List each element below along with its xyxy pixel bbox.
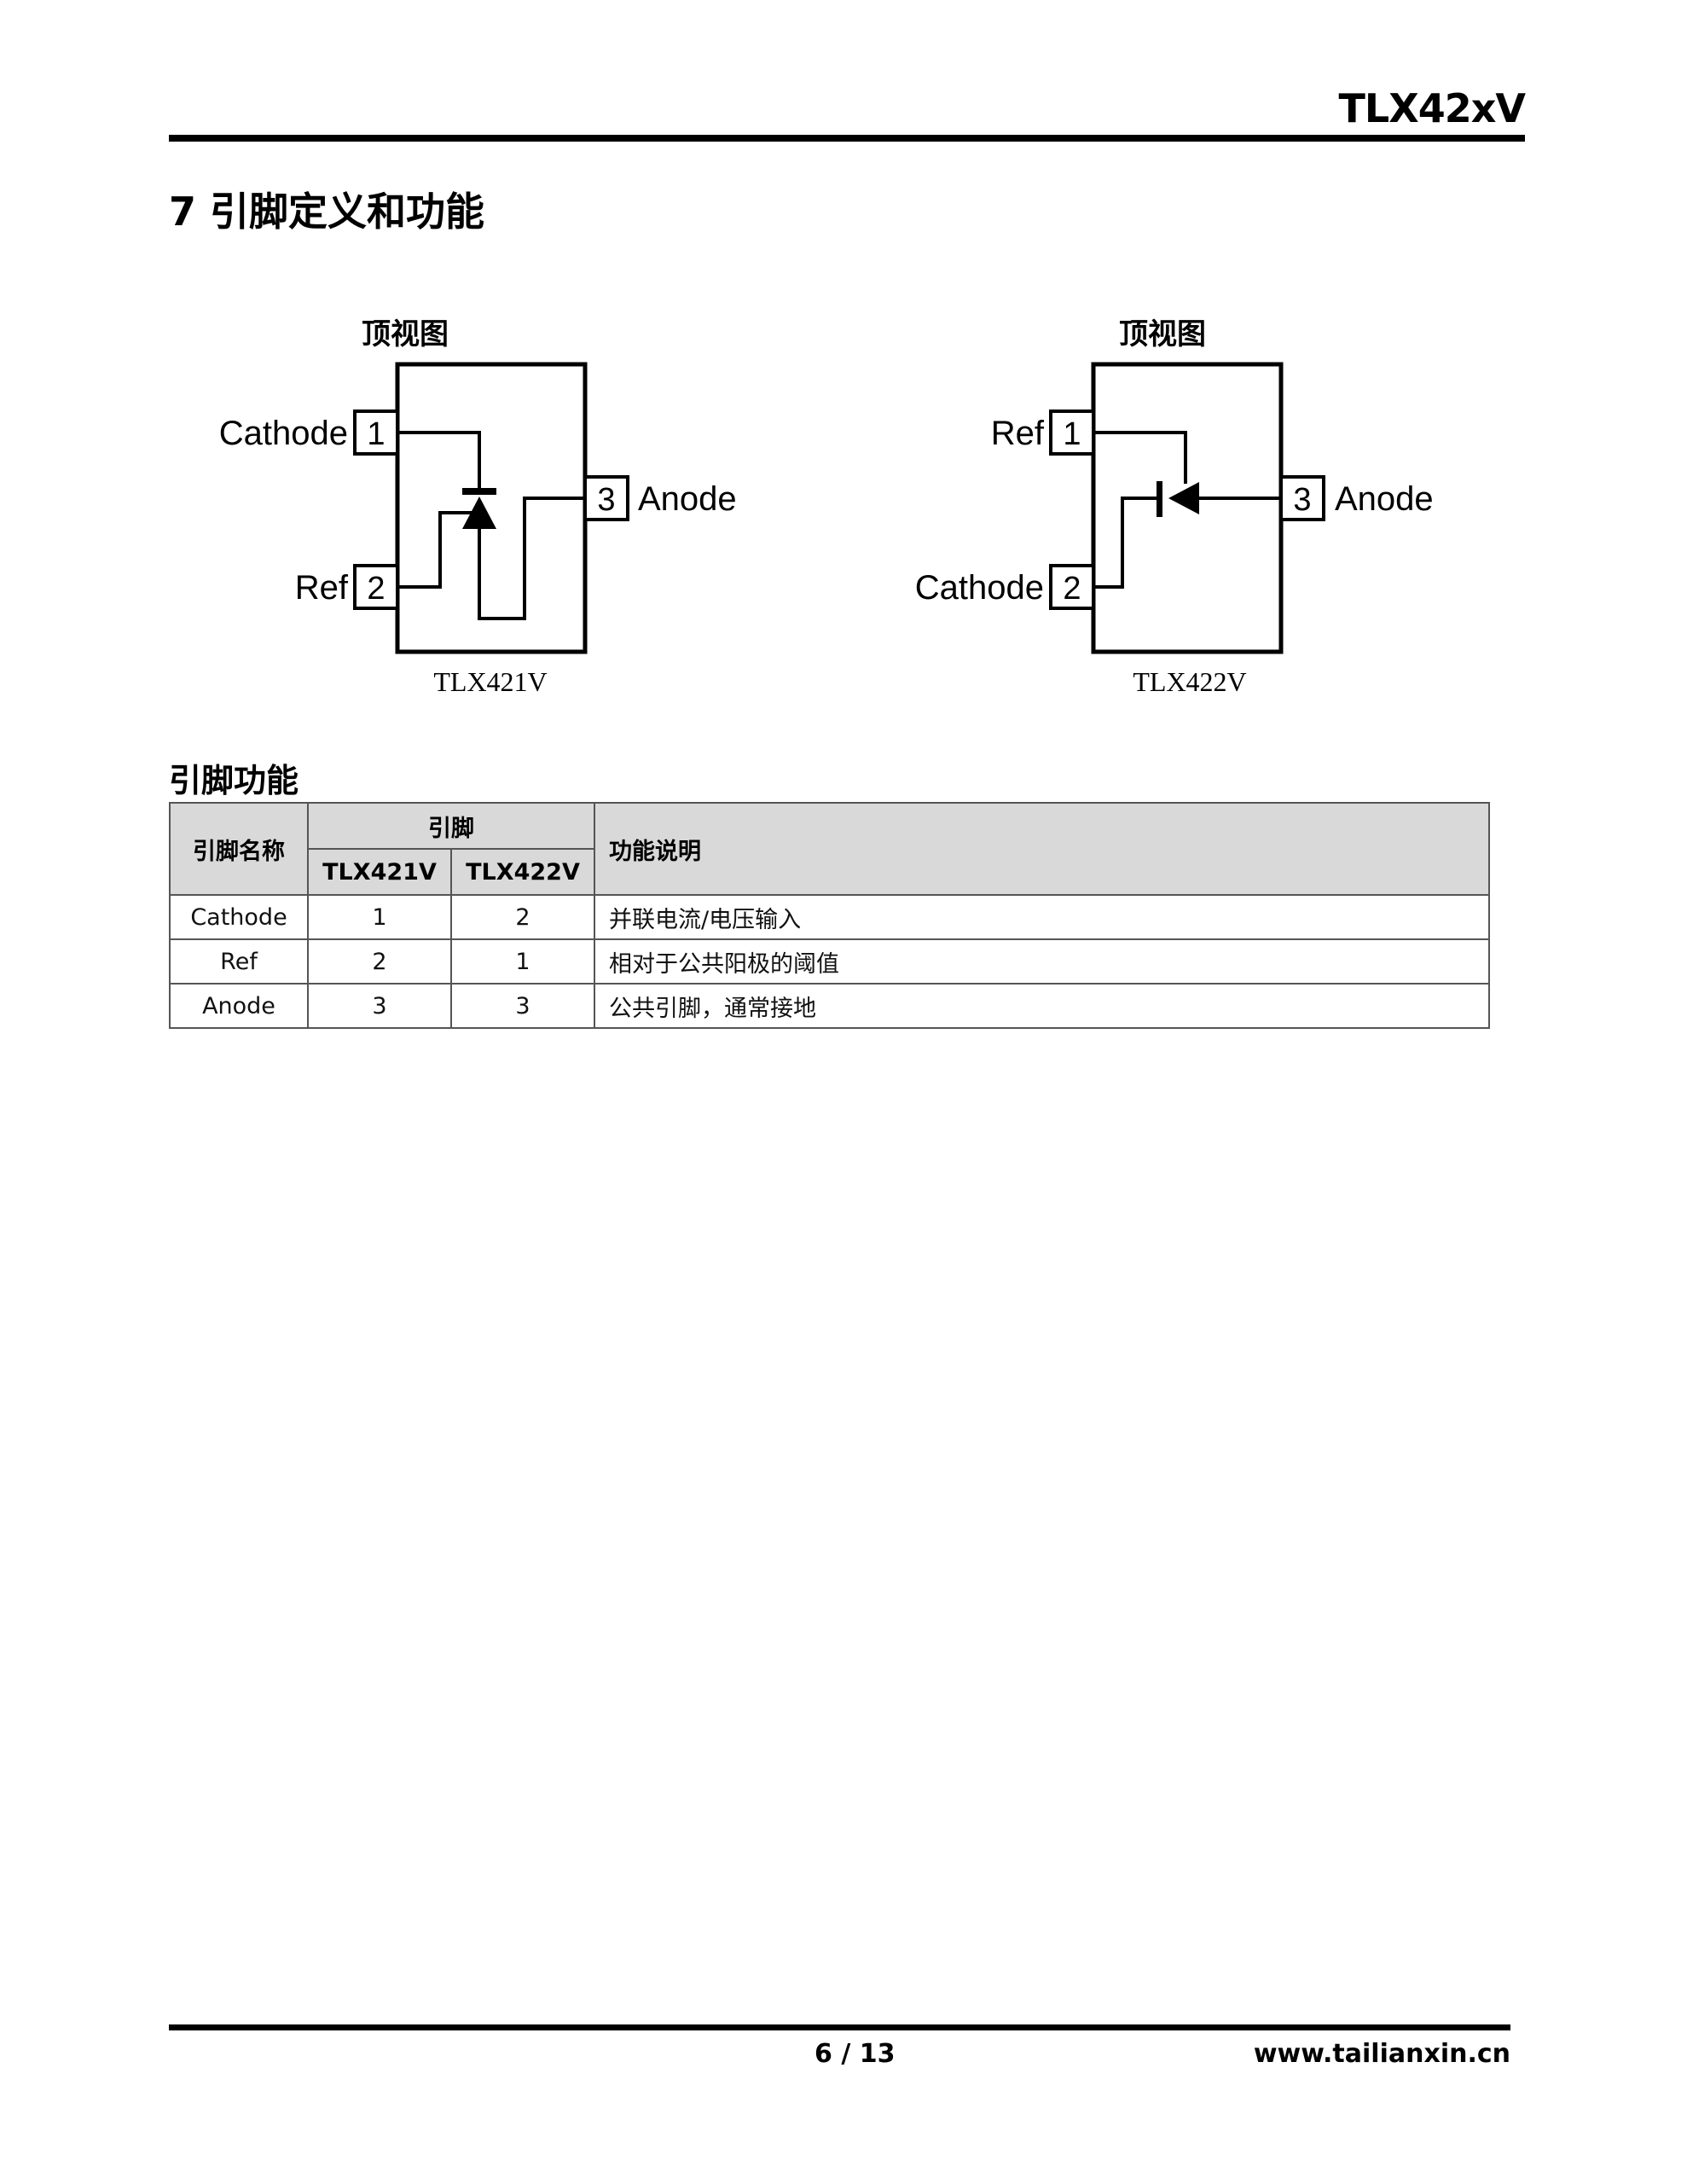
pin-functions-title: 引脚功能 bbox=[169, 762, 299, 799]
package-body bbox=[395, 362, 588, 654]
cell-tlx421v: 3 bbox=[307, 983, 452, 1029]
cathode-wire bbox=[1093, 497, 1160, 589]
pinout-svg-tlx421v: 顶视图 1 Cathode 2 Ref 3 Anode TLX421V bbox=[219, 317, 737, 697]
cell-pin-name: Anode bbox=[169, 983, 309, 1029]
pin-1-label: Cathode bbox=[219, 415, 348, 452]
pin-1-number: 1 bbox=[1063, 416, 1081, 452]
document-title: TLX42xV bbox=[1338, 85, 1526, 131]
cathode-wire bbox=[397, 431, 481, 490]
diode-bar bbox=[462, 488, 496, 495]
header-pin-name: 引脚名称 bbox=[169, 802, 309, 896]
pin-3-number: 3 bbox=[1293, 482, 1311, 518]
footer-rule bbox=[169, 2024, 1510, 2030]
cell-pin-name: Cathode bbox=[169, 894, 309, 940]
ref-wire bbox=[397, 511, 479, 589]
pin-3-box bbox=[583, 475, 629, 521]
pinout-svg-tlx422v: 顶视图 1 Ref 2 Cathode 3 Anode TLX422V bbox=[915, 317, 1434, 697]
cell-function: 相对于公共阳极的阈值 bbox=[594, 938, 1490, 985]
pin-2-number: 2 bbox=[1063, 571, 1081, 607]
diode-triangle bbox=[1168, 482, 1199, 514]
pin-3-label: Anode bbox=[1335, 480, 1434, 518]
pin-2-number: 2 bbox=[367, 571, 385, 607]
pin-3-box bbox=[1279, 475, 1325, 521]
pin-3-number: 3 bbox=[597, 482, 615, 518]
cell-tlx422v: 1 bbox=[450, 938, 595, 985]
table-row: Anode 3 3 公共引脚，通常接地 bbox=[169, 983, 1490, 1029]
header-rule bbox=[169, 135, 1525, 142]
pin-functions-table: 引脚名称 引脚 功能说明 TLX421V TLX422V Cathode 1 2… bbox=[169, 802, 1490, 1029]
ref-wire bbox=[1093, 431, 1187, 484]
cell-tlx421v: 2 bbox=[307, 938, 452, 985]
cell-tlx421v: 1 bbox=[307, 894, 452, 940]
top-view-label: 顶视图 bbox=[362, 317, 449, 351]
footer-url[interactable]: www.tailianxin.cn bbox=[1253, 2039, 1510, 2069]
table-row: Cathode 1 2 并联电流/电压输入 bbox=[169, 894, 1490, 940]
cell-tlx422v: 2 bbox=[450, 894, 595, 940]
pin-2-box bbox=[353, 564, 399, 610]
pin-2-label: Ref bbox=[295, 569, 349, 607]
top-view-label: 顶视图 bbox=[1119, 317, 1206, 351]
part-label-tlx421v: TLX421V bbox=[433, 666, 547, 697]
pin-1-box bbox=[1049, 410, 1095, 456]
pin-1-label: Ref bbox=[991, 415, 1045, 452]
part-label-tlx422v: TLX422V bbox=[1133, 666, 1246, 697]
pin-1-number: 1 bbox=[367, 416, 385, 452]
cell-pin-name: Ref bbox=[169, 938, 309, 985]
anode-wire bbox=[478, 497, 585, 620]
cell-function: 公共引脚，通常接地 bbox=[594, 983, 1490, 1029]
header-pin-group: 引脚 bbox=[307, 802, 595, 850]
pin-1-box bbox=[353, 410, 399, 456]
header-tlx422v: TLX422V bbox=[450, 848, 595, 896]
page-number: 6 / 13 bbox=[815, 2039, 896, 2069]
pin-3-label: Anode bbox=[638, 480, 737, 518]
pinout-diagram-tlx422v: 顶视图 1 Ref 2 Cathode 3 Anode TLX422V bbox=[870, 294, 1518, 704]
header-tlx421v: TLX421V bbox=[307, 848, 452, 896]
header-function: 功能说明 bbox=[594, 802, 1490, 896]
table-row: Ref 2 1 相对于公共阳极的阈值 bbox=[169, 938, 1490, 985]
section-title: 7 引脚定义和功能 bbox=[169, 189, 485, 235]
cell-function: 并联电流/电压输入 bbox=[594, 894, 1490, 940]
pinout-diagram-tlx421v: 顶视图 1 Cathode 2 Ref 3 Anode TLX421V bbox=[171, 294, 819, 704]
cell-tlx422v: 3 bbox=[450, 983, 595, 1029]
pin-2-label: Cathode bbox=[915, 569, 1044, 607]
